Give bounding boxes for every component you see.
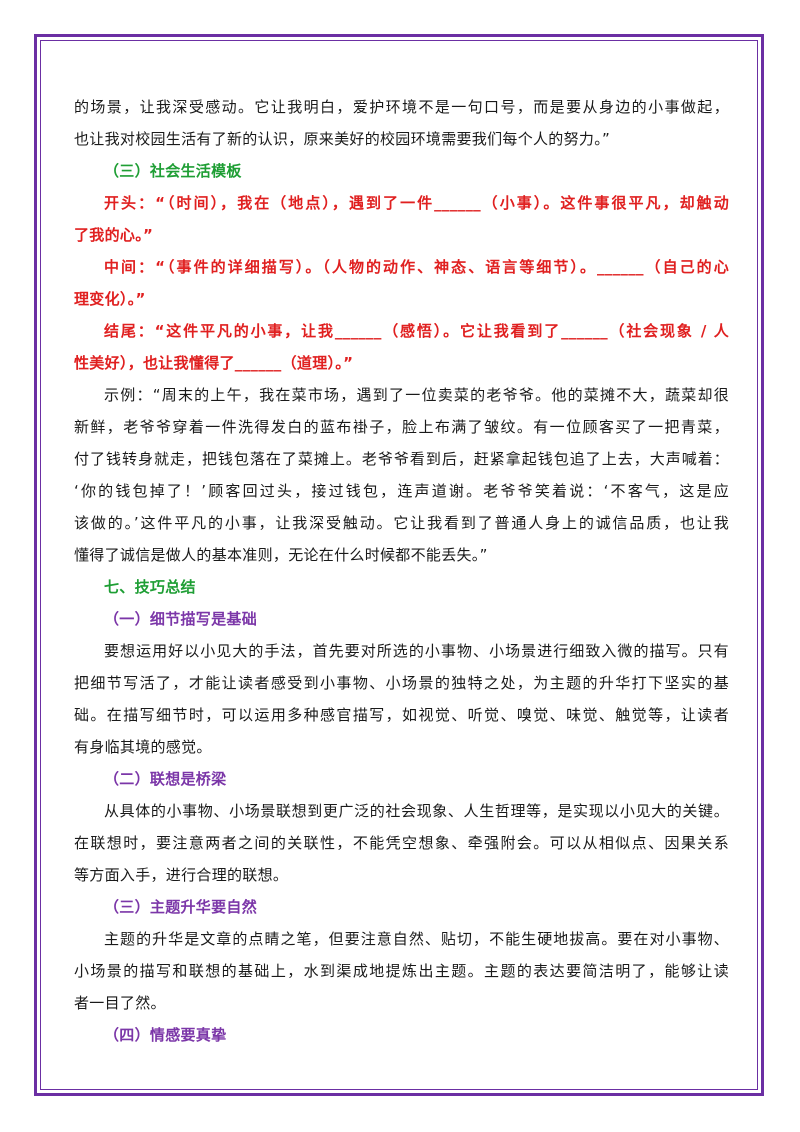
text-line: 从具体的小事物、小场景联想到更广泛的社会现象、人生哲理等，是实现以小见大的关键。 — [104, 802, 729, 820]
subheading-theme-elevation: （三）主题升华要自然 — [104, 898, 258, 916]
subheading-sincere-emotion: （四）情感要真挚 — [104, 1026, 227, 1044]
template-line: 开头：“（时间），我在（地点），遇到了一件______（小事）。这件事很平凡，却… — [104, 194, 729, 212]
text-line: 该做的。’这件平凡的小事，让我深受触动。它让我看到了普通人身上的诚信品质，也让我 — [74, 514, 729, 532]
template-opening: 开头：“（时间），我在（地点），遇到了一件______（小事）。这件事很平凡，却… — [74, 187, 729, 251]
text-line: 者一目了然。 — [74, 994, 166, 1012]
text-line: 懂得了诚信是做人的基本准则，无论在什么时候都不能丢失。” — [74, 546, 488, 564]
paragraph-continuation: 的场景，让我深受感动。它让我明白，爱护环境不是一句口号，而是要从身边的小事做起，… — [74, 91, 729, 155]
template-line: 了我的心。” — [74, 226, 154, 244]
text-line: 示例：“周末的上午，我在菜市场，遇到了一位卖菜的老爷爷。他的菜摊不大，蔬菜却很 — [104, 386, 729, 404]
section-heading-social-life: （三）社会生活模板 — [104, 162, 242, 180]
text-line: 的场景，让我深受感动。它让我明白，爱护环境不是一句口号，而是要从身边的小事做起， — [74, 98, 729, 116]
subheading-detail-description: （一）细节描写是基础 — [104, 610, 258, 628]
text-line: 在联想时，要注意两者之间的关联性，不能凭空想象、牵强附会。可以从相似点、因果关系 — [74, 834, 729, 852]
example-paragraph: 示例：“周末的上午，我在菜市场，遇到了一位卖菜的老爷爷。他的菜摊不大，蔬菜却很 … — [74, 379, 729, 571]
section-heading-tips-summary: 七、技巧总结 — [104, 578, 196, 596]
template-line: 中间：“（事件的详细描写）。（人物的动作、神态、语言等细节）。______（自己… — [104, 258, 729, 276]
template-ending: 结尾：“这件平凡的小事，让我______（感悟）。它让我看到了______（社会… — [74, 315, 729, 379]
text-line: 新鲜，老爷爷穿着一件洗得发白的蓝布褂子，脸上布满了皱纹。有一位顾客买了一把青菜， — [74, 418, 729, 436]
text-line: 有身临其境的感觉。 — [74, 738, 212, 756]
text-line: 付了钱转身就走，把钱包落在了菜摊上。老爷爷看到后，赶紧拿起钱包追了上去，大声喊着… — [74, 450, 729, 468]
template-line: 结尾：“这件平凡的小事，让我______（感悟）。它让我看到了______（社会… — [104, 322, 729, 340]
template-middle: 中间：“（事件的详细描写）。（人物的动作、神态、语言等细节）。______（自己… — [74, 251, 729, 315]
text-line: 小场景的描写和联想的基础上，水到渠成地提炼出主题。主题的表达要简洁明了，能够让读 — [74, 962, 729, 980]
paragraph-detail-description: 要想运用好以小见大的手法，首先要对所选的小事物、小场景进行细致入微的描写。只有 … — [74, 635, 729, 763]
page-border-inner — [40, 40, 758, 1090]
paragraph-association-bridge: 从具体的小事物、小场景联想到更广泛的社会现象、人生哲理等，是实现以小见大的关键。… — [74, 795, 729, 891]
paragraph-theme-elevation: 主题的升华是文章的点睛之笔，但要注意自然、贴切，不能生硬地拔高。要在对小事物、 … — [74, 923, 729, 1019]
template-line: 理变化）。” — [74, 290, 146, 308]
text-line: 要想运用好以小见大的手法，首先要对所选的小事物、小场景进行细致入微的描写。只有 — [104, 642, 729, 660]
text-line: 也让我对校园生活有了新的认识，原来美好的校园环境需要我们每个人的努力。” — [74, 130, 611, 148]
template-line: 性美好），也让我懂得了______（道理）。” — [74, 354, 354, 372]
subheading-association-bridge: （二）联想是桥梁 — [104, 770, 227, 788]
document-body: 的场景，让我深受感动。它让我明白，爱护环境不是一句口号，而是要从身边的小事做起，… — [74, 91, 729, 1051]
text-line: 础。在描写细节时，可以运用多种感官描写，如视觉、听觉、嗅觉、味觉、触觉等，让读者 — [74, 706, 729, 724]
text-line: ‘你的钱包掉了！’顾客回过头，接过钱包，连声道谢。老爷爷笑着说：‘不客气，这是应 — [74, 482, 729, 500]
text-line: 把细节写活了，才能让读者感受到小事物、小场景的独特之处，为主题的升华打下坚实的基 — [74, 674, 729, 692]
text-line: 等方面入手，进行合理的联想。 — [74, 866, 289, 884]
text-line: 主题的升华是文章的点睛之笔，但要注意自然、贴切，不能生硬地拔高。要在对小事物、 — [104, 930, 729, 948]
page-border-outer — [34, 34, 764, 1096]
